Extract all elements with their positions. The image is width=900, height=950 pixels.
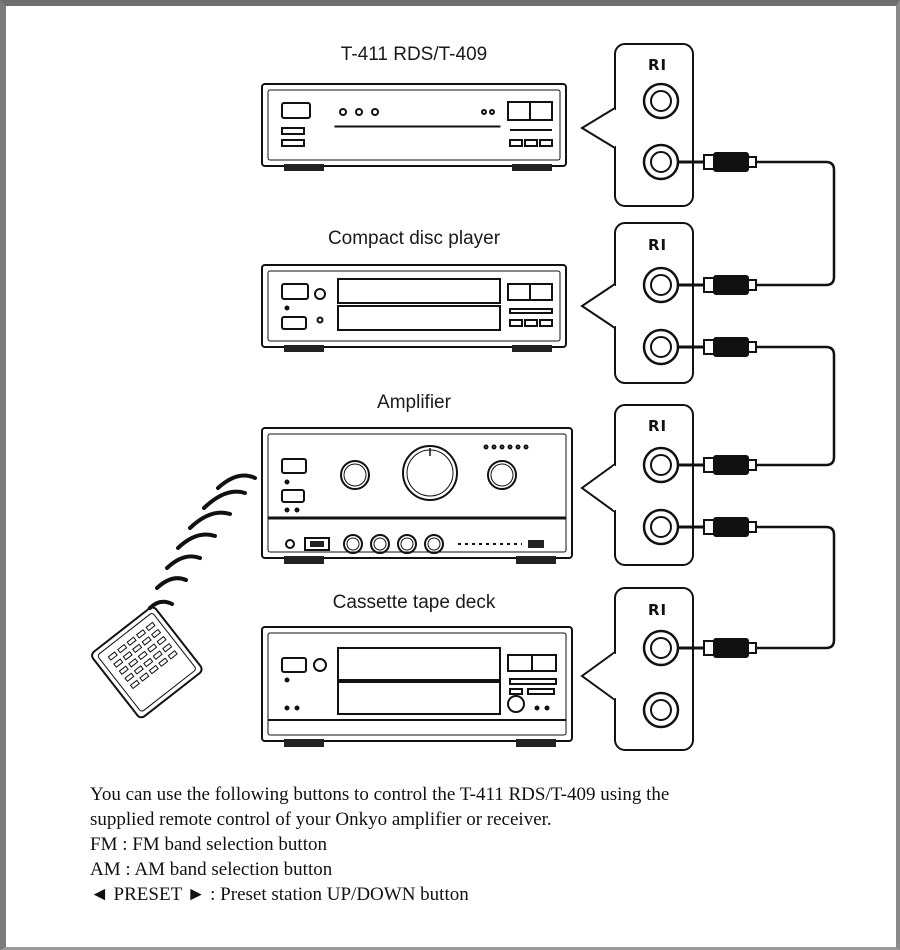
cd-player-label: Compact disc player	[327, 228, 501, 249]
preset-button-note: ◄ PRESET ► : Preset station UP/DOWN butt…	[90, 884, 469, 905]
cable-tuner-to-cd	[756, 160, 836, 287]
cable-cd-to-amp	[756, 345, 836, 467]
plug-amp-upper	[678, 455, 757, 475]
am-button-note: AM : AM band selection button	[90, 859, 333, 880]
amplifier-unit	[261, 427, 573, 564]
cassette-deck-label: Cassette tape deck	[332, 592, 496, 613]
instructions-intro-cont: supplied remote control of your Onkyo am…	[90, 809, 552, 830]
plug-cd-lower	[678, 337, 757, 357]
ri-label-amp: RI	[648, 417, 668, 435]
ri-panel-tape	[580, 587, 694, 751]
instructions-text: You can use the following buttons to con…	[90, 782, 880, 907]
ri-panel-amp	[580, 404, 694, 566]
instructions-intro: You can use the following buttons to con…	[90, 784, 670, 805]
ri-label-cd: RI	[648, 236, 668, 254]
remote-signal-waves	[148, 473, 257, 610]
ri-panel-cd	[580, 222, 694, 384]
fm-button-note: FM : FM band selection button	[90, 834, 327, 855]
cassette-deck-unit	[261, 626, 573, 747]
ri-label-tape: RI	[648, 601, 668, 619]
tuner-unit	[261, 83, 567, 171]
ri-panel-tuner	[580, 43, 694, 207]
cable-amp-to-tape	[756, 525, 836, 650]
ri-label-tuner: RI	[648, 56, 668, 74]
amplifier-label: Amplifier	[377, 392, 451, 413]
cd-player-unit	[261, 264, 567, 352]
tuner-label: T-411 RDS/T-409	[340, 44, 488, 65]
remote-control	[91, 606, 203, 719]
plug-amp-lower	[678, 517, 757, 537]
